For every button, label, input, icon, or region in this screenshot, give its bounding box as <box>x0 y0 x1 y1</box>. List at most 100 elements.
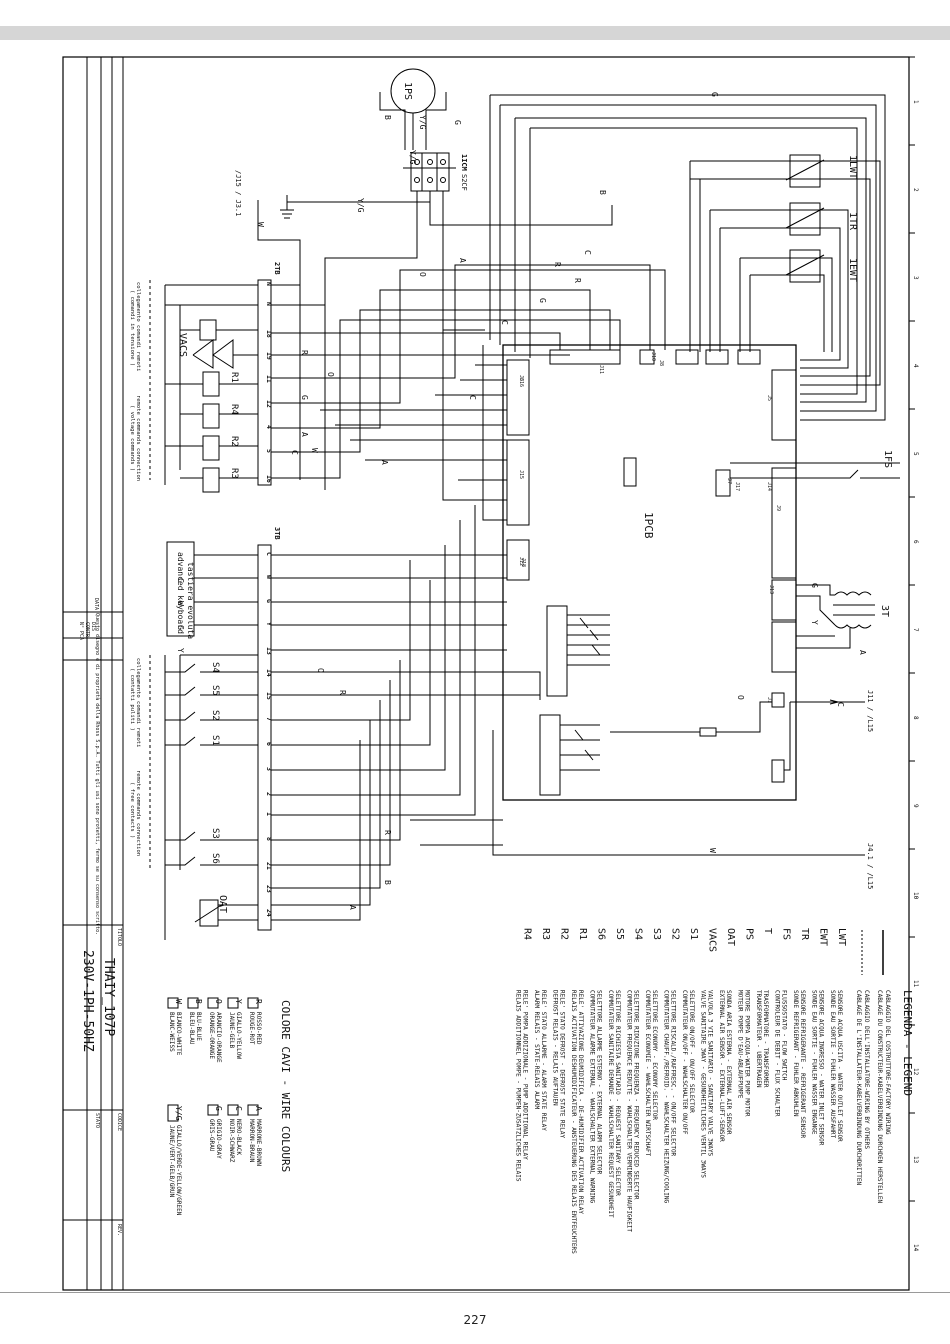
legend-code-oat: OAT <box>725 928 736 946</box>
legend-code-fs: FS <box>781 928 792 940</box>
ruler-mark-11: 11 <box>912 980 919 988</box>
wire-colour-letter: A <box>380 460 389 465</box>
colour-code-box: A <box>254 1106 263 1111</box>
legend-item-text: RELE' STATO DEFROST - DEFROST STATE RELA… <box>559 990 566 1138</box>
wire-colour-letter: W <box>708 848 717 853</box>
tb3-terminal: 14 <box>265 669 273 677</box>
legend-item-text-alt: MOTEUR POMPE D'EAU-ABLAUFPUMPE <box>737 990 744 1099</box>
wire-colour-letter: R <box>338 690 347 695</box>
connector-label: J6 <box>518 375 524 381</box>
ewt-sensor-icon <box>789 249 821 283</box>
switch-s5-icon <box>165 686 258 696</box>
vacs-valve-icon <box>192 339 234 369</box>
legend-item-text: RELE' POMPA ADDIZIONALE - PUMP ADDITIONA… <box>522 990 529 1160</box>
connector-j1 <box>771 692 785 708</box>
wire-colour-letter: O <box>736 695 745 700</box>
connector-label: J5 <box>766 395 772 401</box>
vacs-coil-icon <box>199 319 217 341</box>
colour-name: ARANCIO-ORANGE <box>215 1012 222 1063</box>
colour-code-box: W <box>174 999 183 1004</box>
legend-code-ewt: EWT <box>818 928 829 946</box>
tb3-terminal: 8 <box>265 837 273 841</box>
colour-code-box: O <box>214 999 223 1004</box>
header-bar <box>0 26 950 40</box>
keyboard-label-en: advanced keyboard <box>176 552 185 634</box>
connector-j10 <box>639 349 655 365</box>
ruler-mark-14: 14 <box>912 1244 919 1252</box>
label-j1: /J15 / J3.1 <box>234 170 242 216</box>
legend-item-text: SONDA ARIA ESTERNA - EXTERNAL AIR SENSOR <box>725 990 732 1135</box>
relay-label-r2: R2 <box>229 436 239 447</box>
title-power: 230V-1PH-50HZ <box>80 950 95 1052</box>
colour-name-alt: BLANC-WEISS <box>168 1012 175 1052</box>
switch-s4-icon <box>165 663 258 673</box>
ruler-mark-6: 6 <box>912 540 919 544</box>
legend-item-text-alt: COMMUTATEUR ON/OFF - WAHLSCHALTER ON/OFF <box>681 990 688 1135</box>
connector-label: J17 <box>734 482 740 491</box>
connector-label: J9 <box>775 505 781 511</box>
legend-code-t: T <box>762 928 773 934</box>
colour-name: BLU-BLUE <box>195 1012 202 1041</box>
legend-code-r2: R2 <box>559 928 570 940</box>
switch-s2-icon <box>165 711 258 721</box>
legend-item-text: SELETTORE RISCALD./RAFFRESC. - ON/OFF SE… <box>670 990 677 1157</box>
flow-switch-icon <box>730 469 900 479</box>
legend-code-s2: S2 <box>670 928 681 940</box>
tb3-terminal: 1 <box>265 812 273 816</box>
tb3-terminal: G <box>265 599 273 603</box>
wire-colour-letter: R <box>300 350 309 355</box>
colour-code-box: Y/G <box>174 1106 183 1121</box>
label-j11: J11 / /L15 <box>866 690 874 732</box>
relay-label-r1: R1 <box>229 372 239 383</box>
colour-name: GIALLO/VERDE-YELLOW/GREEN <box>175 1125 182 1216</box>
legend-factory-de: CABLAGE DU CONSTRUCTEUR-KABELVERBINDUNG … <box>876 990 883 1204</box>
tb3-terminal: 21 <box>265 862 273 870</box>
tb3-terminal: 13 <box>265 647 273 655</box>
tb3-terminal: C <box>265 552 273 556</box>
legend-item-text-alt: EXTERNAL AIR SENSOR - EXTERNAL-LUFT-SENS… <box>718 990 725 1142</box>
legend-item-text-alt: SONDE EAU SORTIE - FUHLER WASSER AUSFAHR… <box>829 990 836 1138</box>
legend-code-s6: S6 <box>596 928 607 940</box>
tb3-terminal: 7 <box>265 717 273 721</box>
connector-label: J8 <box>658 360 664 366</box>
connector-j14 <box>623 457 637 487</box>
legend-item-text-alt: COMMUTATEUR CHAUFF./REFROID. - WAHLSCHAL… <box>663 990 670 1204</box>
ruler-mark-4: 4 <box>912 364 919 368</box>
legend-code-r1: R1 <box>577 928 588 940</box>
remote-free-it: collegamento comandi remoti <box>135 658 141 747</box>
ruler-mark-9: 9 <box>912 804 919 808</box>
legend-code-s1: S1 <box>688 928 699 940</box>
connector-j18 <box>771 467 797 579</box>
label-tb2: 2TB <box>273 262 281 275</box>
colour-name-alt: GRIS-GRAU <box>208 1119 215 1152</box>
connector-j2 <box>771 621 797 673</box>
switch-label-s3: S3 <box>210 828 220 839</box>
wire-colour-letter: Y <box>810 620 819 625</box>
legend-code-s3: S3 <box>651 928 662 940</box>
legend-item-text-alt: VALVE SANITAIRE 3WAY - GESUNDHEITLICHES … <box>700 990 707 1178</box>
remote-voltage-it2: ( comandi in tensione ) <box>129 290 135 366</box>
legend-code-r3: R3 <box>540 928 551 940</box>
legend-others-it: CABLAGGIO DELL'INSTALLATORE-WIRING BY OT… <box>863 990 870 1149</box>
wire-colour-letter: O <box>326 372 335 377</box>
wire-colour-letter: G <box>810 583 819 588</box>
connector-label: J10 <box>650 352 656 361</box>
legend-code-r4: R4 <box>522 928 533 940</box>
legend-item-text: MOTORE POMPA ACQUA-WATER PUMP MOTOR <box>744 990 751 1117</box>
wire-colour-letter: B <box>383 115 392 120</box>
tb3-terminal: 3 <box>265 767 273 771</box>
ruler-mark-2: 2 <box>912 188 919 192</box>
ruler-mark-13: 13 <box>912 1156 919 1164</box>
wire-colour-letter: R <box>573 278 582 283</box>
colours-title: COLORE CAVI - WIRE COLOURS <box>279 1000 292 1172</box>
title-row-pca: N° PCA <box>78 622 84 640</box>
colour-name: GIALLO-YELLOW <box>235 1012 242 1059</box>
legend-item-text: VALVOLA 3 VIE SANITARIO - SANITARY VALVE… <box>707 990 714 1157</box>
remote-free-en2: ( free contacts ) <box>129 782 135 838</box>
wire-colour-letter: Y/G <box>356 198 365 213</box>
tb2-terminal: N <box>265 282 273 286</box>
keyboard-key: G <box>176 625 185 630</box>
title-model: THAIY_107P <box>101 958 116 1036</box>
label-ewt: 1EWT <box>847 258 858 282</box>
